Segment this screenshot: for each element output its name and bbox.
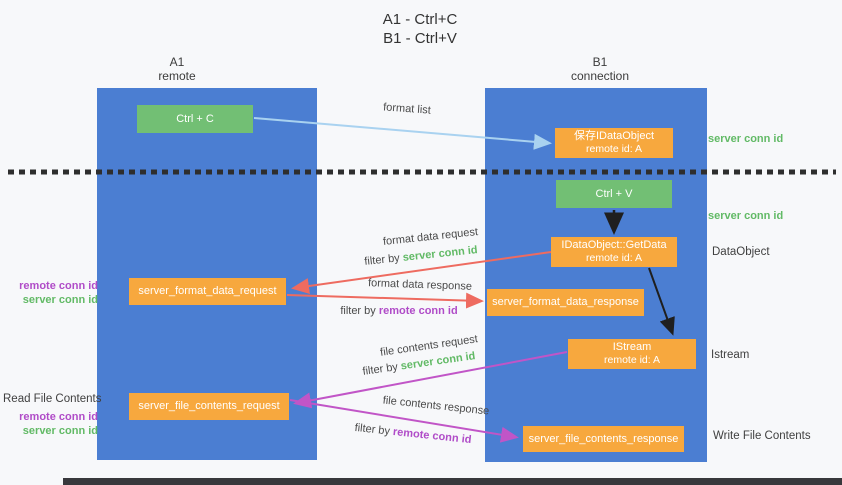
format-data-response-label: format data response xyxy=(367,277,473,293)
left-remote-conn-id-bottom: remote conn id xyxy=(19,411,98,423)
file-contents-response-filter-label: filter by remote conn id xyxy=(345,421,482,447)
write-file-contents-label: Write File Contents xyxy=(713,430,811,442)
file-request-label: server_file_contents_request xyxy=(138,400,280,412)
dataobject-label: DataObject xyxy=(712,246,770,258)
node-idataobject-getdata: IDataObject::GetData remote id: A xyxy=(551,237,677,267)
lane-header-a1: A1 remote xyxy=(107,55,247,83)
lane-a1-name: A1 xyxy=(169,55,185,69)
format-request-label: server_format_data_request xyxy=(138,285,277,297)
left-server-conn-id-top: server conn id xyxy=(22,294,98,306)
title-line-a1: A1 - Ctrl+C xyxy=(382,11,458,28)
istream-side-label: Istream xyxy=(711,349,750,361)
istream-remote-id: remote id: A xyxy=(603,354,661,366)
node-ctrl-c: Ctrl + C xyxy=(137,105,253,133)
right-server-conn-id-mid: server conn id xyxy=(708,210,784,222)
left-remote-conn-id-top: remote conn id xyxy=(19,280,98,292)
ctrl-c-label: Ctrl + C xyxy=(176,112,214,125)
node-ctrl-v: Ctrl + V xyxy=(556,180,672,208)
left-server-conn-id-bottom: server conn id xyxy=(22,425,98,437)
lane-b1-role: connection xyxy=(570,69,630,83)
save-idataobject-remote-id: remote id: A xyxy=(585,143,643,155)
right-server-conn-id-top: server conn id xyxy=(708,133,784,145)
filter-by-text: filter by xyxy=(363,252,401,268)
bottom-window-edge xyxy=(63,478,842,485)
node-server-file-contents-response: server_file_contents_response xyxy=(523,426,684,452)
ctrl-v-label: Ctrl + V xyxy=(595,187,633,200)
server-conn-id-text: server conn id xyxy=(402,244,479,264)
filter-by-text: filter by xyxy=(354,421,391,438)
remote-conn-id-text: remote conn id xyxy=(378,305,458,317)
node-server-file-contents-request: server_file_contents_request xyxy=(129,393,289,420)
file-response-label: server_file_contents_response xyxy=(528,432,679,445)
save-idataobject-title: 保存IDataObject xyxy=(573,130,655,142)
lane-header-b1: B1 connection xyxy=(530,55,670,83)
diagram-title: A1 - Ctrl+C B1 - Ctrl+V xyxy=(330,10,510,48)
format-response-label: server_format_data_response xyxy=(492,296,639,308)
read-file-contents-label: Read File Contents xyxy=(3,393,102,405)
format-list-label: format list xyxy=(382,101,432,117)
node-istream: IStream remote id: A xyxy=(568,339,696,369)
getdata-remote-id: remote id: A xyxy=(585,252,643,264)
filter-by-text: filter by xyxy=(340,305,376,317)
title-line-b1: B1 - Ctrl+V xyxy=(383,30,457,47)
node-server-format-data-response: server_format_data_response xyxy=(487,289,644,316)
file-contents-response-label: file contents response xyxy=(382,394,490,418)
lane-a1-role: remote xyxy=(158,69,196,83)
node-save-idataobject: 保存IDataObject remote id: A xyxy=(555,128,673,158)
getdata-title: IDataObject::GetData xyxy=(561,239,667,251)
format-data-response-filter-label: filter by remote conn id xyxy=(333,305,465,317)
remote-conn-id-text: remote conn id xyxy=(392,425,472,447)
lane-b1-name: B1 xyxy=(592,55,608,69)
node-server-format-data-request: server_format_data_request xyxy=(129,278,286,305)
istream-title: IStream xyxy=(612,341,652,353)
filter-by-text: filter by xyxy=(361,361,399,378)
